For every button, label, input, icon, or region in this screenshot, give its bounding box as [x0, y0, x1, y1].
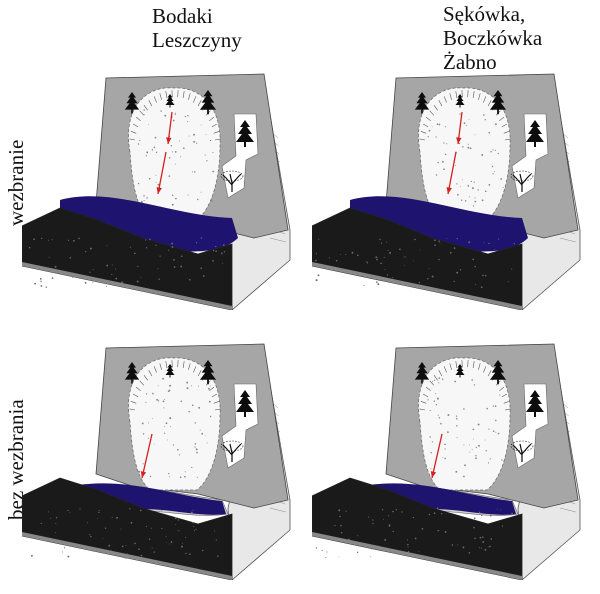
block-diagram-sekowka-bez-wezbrania	[312, 318, 582, 580]
column-label-line: Sękówka,	[443, 2, 526, 26]
spruce-tree-icon	[199, 90, 217, 115]
column-label-sekowka-boczkowka-zabno: Sękówka, Boczkówka Żabno	[443, 2, 542, 74]
front-face-dark	[312, 207, 523, 310]
spruce-tree-icon	[124, 92, 140, 114]
spruce-tree-icon	[165, 94, 175, 108]
spruce-tree-icon	[489, 360, 507, 385]
spruce-tree-icon	[199, 360, 217, 385]
movement-arrow-icon	[166, 111, 173, 145]
deciduous-tree-icon	[220, 170, 244, 192]
column-label-line: Bodaki	[152, 4, 213, 28]
movement-arrow-icon	[430, 433, 443, 479]
landslide-area	[418, 87, 511, 221]
column-label-line: Leszczyny	[152, 28, 242, 52]
block-diagram-svg	[22, 73, 291, 310]
column-label-bodaki-leszczyny: Bodaki Leszczyny	[152, 4, 242, 52]
deciduous-tree-icon	[510, 170, 534, 192]
spruce-tree-icon	[526, 120, 544, 147]
landslide-area	[128, 357, 221, 491]
movement-arrow-icon	[140, 433, 153, 479]
block-diagram-bodaki-bez-wezbrania	[22, 318, 292, 580]
block-diagram-svg	[22, 343, 291, 580]
spruce-tree-icon	[455, 364, 465, 378]
block-diagram-sekowka-wezbranie	[312, 48, 582, 310]
spruce-tree-icon	[526, 390, 544, 417]
block-diagram-svg	[312, 73, 581, 310]
column-label-line: Żabno	[443, 50, 497, 74]
spruce-tree-icon	[236, 120, 254, 147]
spruce-tree-icon	[124, 362, 140, 384]
movement-arrow-icon	[456, 111, 463, 145]
deciduous-tree-icon	[220, 440, 244, 462]
spruce-tree-icon	[489, 90, 507, 115]
movement-arrow-icon	[156, 151, 167, 195]
front-face-dark	[312, 477, 523, 580]
landslide-area	[418, 357, 511, 491]
front-face-dark	[22, 207, 233, 310]
landslide-area	[128, 87, 221, 221]
block-diagram-svg	[312, 343, 581, 580]
movement-arrow-icon	[446, 151, 457, 195]
spruce-tree-icon	[414, 92, 430, 114]
spruce-tree-icon	[414, 362, 430, 384]
spruce-tree-icon	[455, 94, 465, 108]
spruce-tree-icon	[165, 364, 175, 378]
block-diagram-bodaki-wezbranie	[22, 48, 292, 310]
spruce-tree-icon	[236, 390, 254, 417]
deciduous-tree-icon	[510, 440, 534, 462]
column-label-line: Boczkówka	[443, 26, 543, 50]
